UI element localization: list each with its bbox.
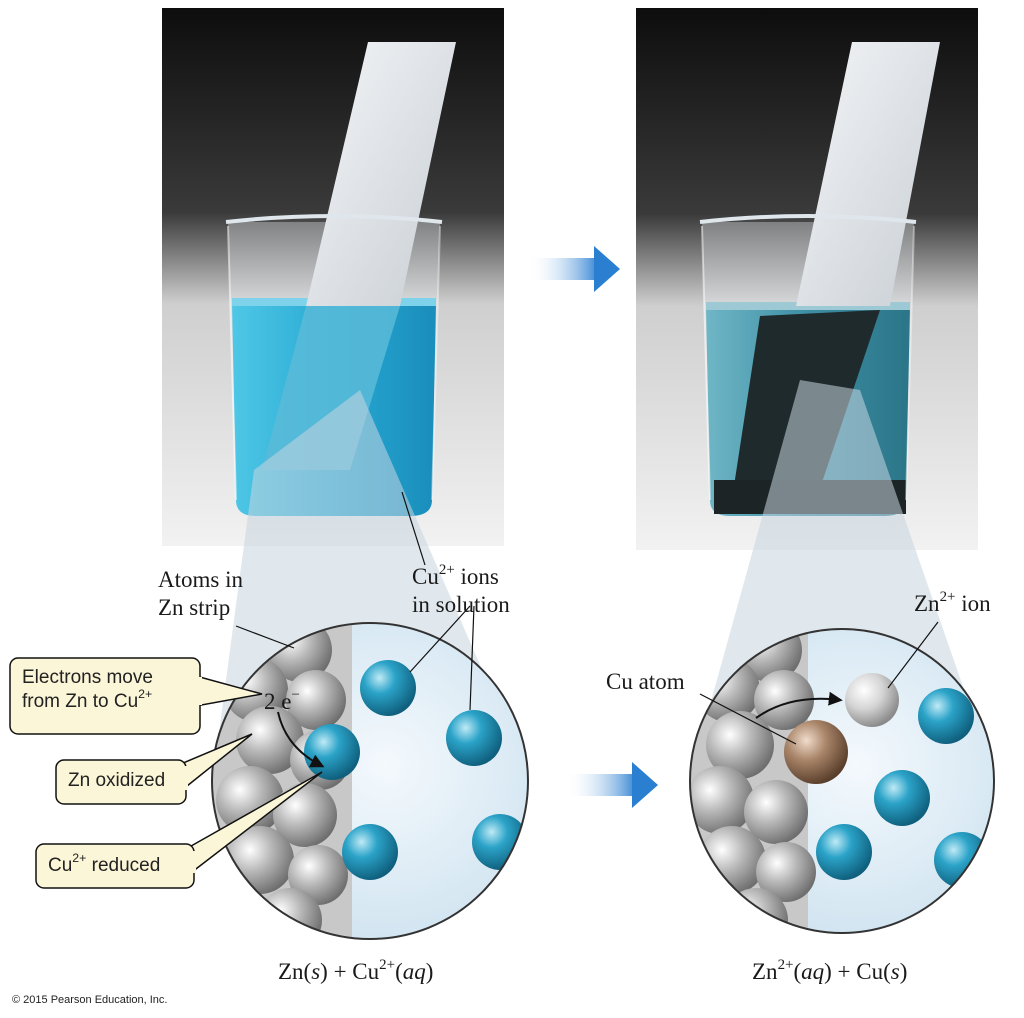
label-two-electrons: 2 e− <box>264 686 300 714</box>
label-zn-ion: Zn2+ ion <box>914 588 991 616</box>
cu-ion <box>918 688 974 744</box>
cu-ion <box>816 824 872 880</box>
zn-ion <box>845 673 899 727</box>
label-atoms-in-zn-strip: Atoms in Zn strip <box>158 567 243 620</box>
cu-ion <box>304 724 360 780</box>
callout-zn-oxidized: Zn oxidized <box>68 770 166 791</box>
equation-reactants: Zn(s) + Cu2+(aq) <box>278 956 434 984</box>
callout-boxes <box>9 657 323 889</box>
reaction-arrow-top <box>528 246 620 292</box>
copyright-notice: © 2015 Pearson Education, Inc. <box>12 994 168 1006</box>
callout-electrons-move: Electrons move from Zn to Cu2+ <box>22 667 153 712</box>
cu-ion <box>342 824 398 880</box>
cu-ion <box>360 660 416 716</box>
callout-cu-reduced: Cu2+ reduced <box>48 851 161 876</box>
cu-ion <box>874 770 930 826</box>
cu-ion <box>446 710 502 766</box>
beaker-photo-before <box>162 8 504 546</box>
reaction-arrow-bottom <box>566 762 658 808</box>
leader-lines <box>235 491 939 745</box>
equation-products: Zn2+(aq) + Cu(s) <box>752 956 908 984</box>
label-cu-atom: Cu atom <box>606 669 685 694</box>
cu-ion <box>472 814 528 870</box>
label-cu-ions-in-solution: Cu2+ ions in solution <box>412 561 510 617</box>
cu-atom <box>784 720 848 784</box>
